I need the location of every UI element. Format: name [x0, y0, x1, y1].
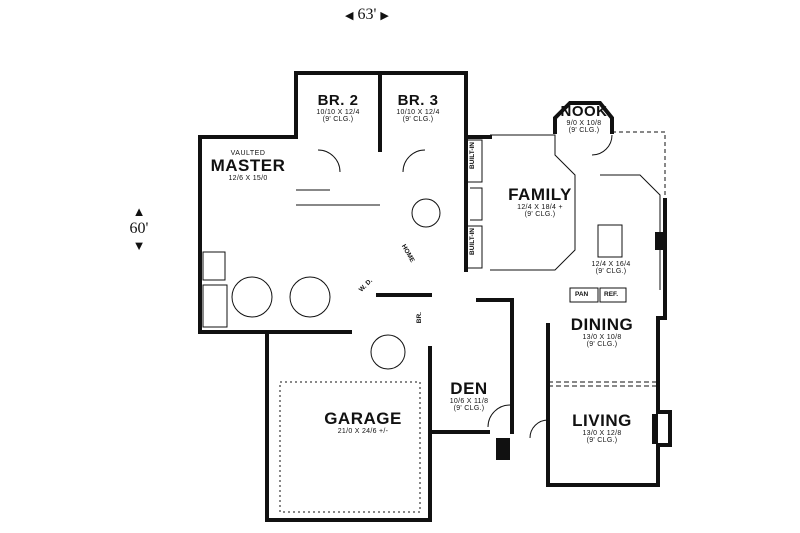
room-br3-size: 10/10 X 12/4	[396, 108, 440, 116]
room-br2-name: BR. 2	[317, 92, 359, 109]
room-family-size: 12/4 X 18/4 +	[517, 203, 563, 211]
tub	[202, 284, 228, 328]
fireplace-family	[470, 187, 483, 221]
room-kitchen-ceiling: (9' CLG.)	[595, 268, 627, 276]
room-br3-name: BR. 3	[397, 92, 439, 109]
door-den	[487, 404, 511, 428]
room-nook-ceiling: (9' CLG.)	[568, 127, 600, 135]
room-dining-name: DINING	[570, 315, 634, 334]
room-den-ceiling: (9' CLG.)	[453, 405, 485, 413]
nook-dashed	[612, 131, 666, 200]
room-nook-name: NOOK	[560, 103, 608, 120]
br-label: BR.	[416, 312, 423, 324]
room-master-size: 12/6 X 15/0	[228, 175, 268, 183]
wall-master	[198, 135, 298, 252]
pan-label: PAN	[575, 291, 589, 298]
room-den: DEN 10/6 X 11/8 (9' CLG.)	[436, 380, 502, 413]
room-garage-size: 21/0 X 24/6 +/-	[337, 427, 389, 435]
closet-circle-2	[289, 276, 331, 318]
builtin-top-label: BUILT-IN	[469, 142, 476, 169]
wall-garage	[265, 330, 432, 522]
room-dining-size: 13/0 X 10/8	[582, 333, 622, 341]
room-dining: DINING 13/0 X 10/8 (9' CLG.)	[566, 316, 638, 349]
room-br3: BR. 3 10/10 X 12/4 (9' CLG.)	[388, 93, 448, 123]
room-nook-size: 9/0 X 10/8	[566, 119, 602, 127]
closet-circle-1	[231, 276, 273, 318]
garage-door-area	[279, 381, 421, 513]
room-garage-name: GARAGE	[324, 409, 402, 428]
builtin-bottom-label: BUILT-IN	[469, 228, 476, 255]
arrow-right-icon: ▶	[380, 10, 389, 22]
room-family-ceiling: (9' CLG.)	[524, 211, 556, 219]
pantry-box	[569, 287, 599, 303]
room-garage: GARAGE 21/0 X 24/6 +/-	[318, 410, 408, 435]
depth-dimension-label: 60'	[129, 220, 149, 237]
laundry-circle	[370, 334, 406, 370]
builtin-bottom-box	[465, 225, 483, 269]
family-angled-wall	[490, 134, 576, 271]
door-nook	[591, 134, 613, 156]
room-br2-ceiling: (9' CLG.)	[322, 116, 354, 124]
room-br3-ceiling: (9' CLG.)	[402, 116, 434, 124]
ref-label: REF.	[604, 291, 619, 298]
width-dimension-label: 63'	[357, 6, 377, 23]
room-br2: BR. 2 10/10 X 12/4 (9' CLG.)	[308, 93, 368, 123]
wall-den	[428, 346, 490, 434]
room-den-name: DEN	[450, 379, 488, 398]
room-family-name: FAMILY	[508, 185, 572, 204]
room-living-size: 13/0 X 12/8	[582, 429, 622, 437]
arrow-left-icon: ◀	[345, 10, 354, 22]
arrow-up-icon: ▲	[132, 204, 146, 219]
kitchen-range	[655, 232, 663, 250]
room-living-ceiling: (9' CLG.)	[586, 437, 618, 445]
room-master: VAULTED MASTER 12/6 X 15/0	[208, 150, 288, 183]
room-master-name: MASTER	[210, 156, 286, 176]
door-main	[529, 419, 549, 439]
wall-living	[546, 316, 672, 487]
door-br3	[402, 149, 426, 173]
ref-box	[599, 287, 627, 303]
wall-nook	[553, 101, 614, 134]
door-br2	[317, 149, 341, 173]
room-kitchen-size: 12/4 X 16/4	[591, 261, 631, 268]
room-den-size: 10/6 X 11/8	[449, 397, 489, 405]
bath-circle	[411, 198, 441, 228]
porch-post	[496, 438, 510, 460]
room-dining-ceiling: (9' CLG.)	[586, 341, 618, 349]
room-living-name: LIVING	[572, 411, 632, 430]
room-living: LIVING 13/0 X 12/8 (9' CLG.)	[566, 412, 638, 445]
kitchen-island	[597, 224, 623, 258]
room-nook: NOOK 9/0 X 10/8 (9' CLG.)	[553, 104, 615, 134]
room-br2-size: 10/10 X 12/4	[316, 108, 360, 116]
arrow-down-icon: ▼	[132, 238, 146, 253]
width-dimension: ◀ 63' ▶	[345, 6, 389, 24]
room-master-prefix: VAULTED	[230, 150, 266, 157]
living-fireplace	[652, 414, 658, 444]
depth-dimension: ▲ 60' ▼	[126, 204, 152, 254]
room-family: FAMILY 12/4 X 18/4 + (9' CLG.)	[500, 186, 580, 219]
wall-kitchen-right	[656, 198, 667, 320]
shower	[202, 251, 226, 281]
builtin-top-box	[465, 139, 483, 183]
room-kitchen: 12/4 X 16/4 (9' CLG.)	[586, 261, 636, 276]
